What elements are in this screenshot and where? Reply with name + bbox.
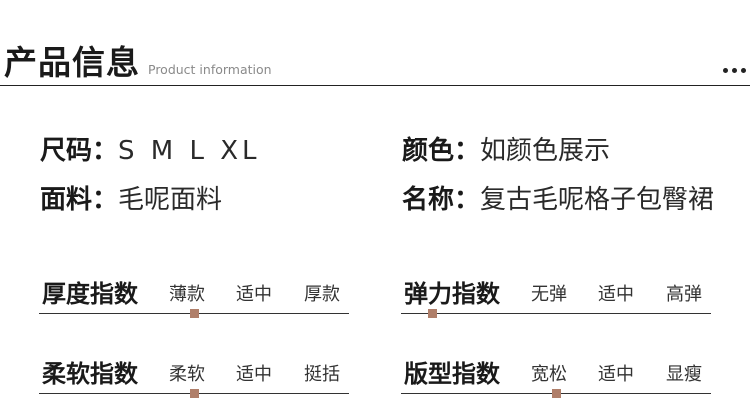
detail-name: 名称：复古毛呢格子包臀裙: [402, 187, 714, 213]
fit-option-1: 宽松: [531, 364, 567, 385]
elasticity-marker: [428, 309, 437, 318]
fit-option-3: 显瘦: [666, 364, 702, 385]
softness-scale: 柔软指数 柔软 适中 挺括: [39, 354, 351, 414]
fit-scale-label: 版型指数: [404, 360, 500, 388]
fit-marker: [552, 389, 561, 398]
header-divider: [0, 85, 750, 86]
detail-color: 颜色：如颜色展示: [402, 138, 610, 164]
section-subtitle: Product information: [148, 62, 272, 77]
softness-marker: [190, 389, 199, 398]
detail-name-value: 复古毛呢格子包臀裙: [480, 185, 715, 215]
detail-color-label: 颜色：: [402, 136, 481, 166]
softness-option-3: 挺括: [304, 364, 340, 385]
detail-fabric-label: 面料：: [40, 185, 119, 215]
thickness-option-1: 薄款: [169, 284, 205, 305]
thickness-scale-label: 厚度指数: [42, 280, 138, 308]
thickness-marker: [190, 309, 199, 318]
detail-fabric: 面料：毛呢面料: [40, 187, 222, 213]
detail-size-value: S M L XL: [118, 136, 261, 166]
thickness-scale: 厚度指数 薄款 适中 厚款: [39, 274, 351, 334]
softness-option-2: 适中: [236, 364, 272, 385]
section-header: 产品信息 Product information: [0, 0, 750, 86]
section-title: 产品信息: [4, 43, 140, 82]
detail-name-label: 名称：: [402, 185, 481, 215]
detail-size-label: 尺码：: [40, 136, 119, 166]
detail-color-value: 如颜色展示: [480, 136, 611, 166]
elasticity-option-1: 无弹: [531, 284, 567, 305]
softness-option-1: 柔软: [169, 364, 205, 385]
elasticity-scale: 弹力指数 无弹 适中 高弹: [401, 274, 713, 334]
softness-scale-label: 柔软指数: [42, 360, 138, 388]
elasticity-option-3: 高弹: [666, 284, 702, 305]
fit-scale: 版型指数 宽松 适中 显瘦: [401, 354, 713, 414]
thickness-option-2: 适中: [236, 284, 272, 305]
elasticity-scale-label: 弹力指数: [404, 280, 500, 308]
detail-fabric-value: 毛呢面料: [118, 185, 223, 215]
more-icon[interactable]: [723, 68, 746, 73]
elasticity-option-2: 适中: [598, 284, 634, 305]
detail-size: 尺码：S M L XL: [40, 138, 261, 164]
thickness-option-3: 厚款: [304, 284, 340, 305]
elasticity-track: [401, 313, 711, 314]
fit-option-2: 适中: [598, 364, 634, 385]
